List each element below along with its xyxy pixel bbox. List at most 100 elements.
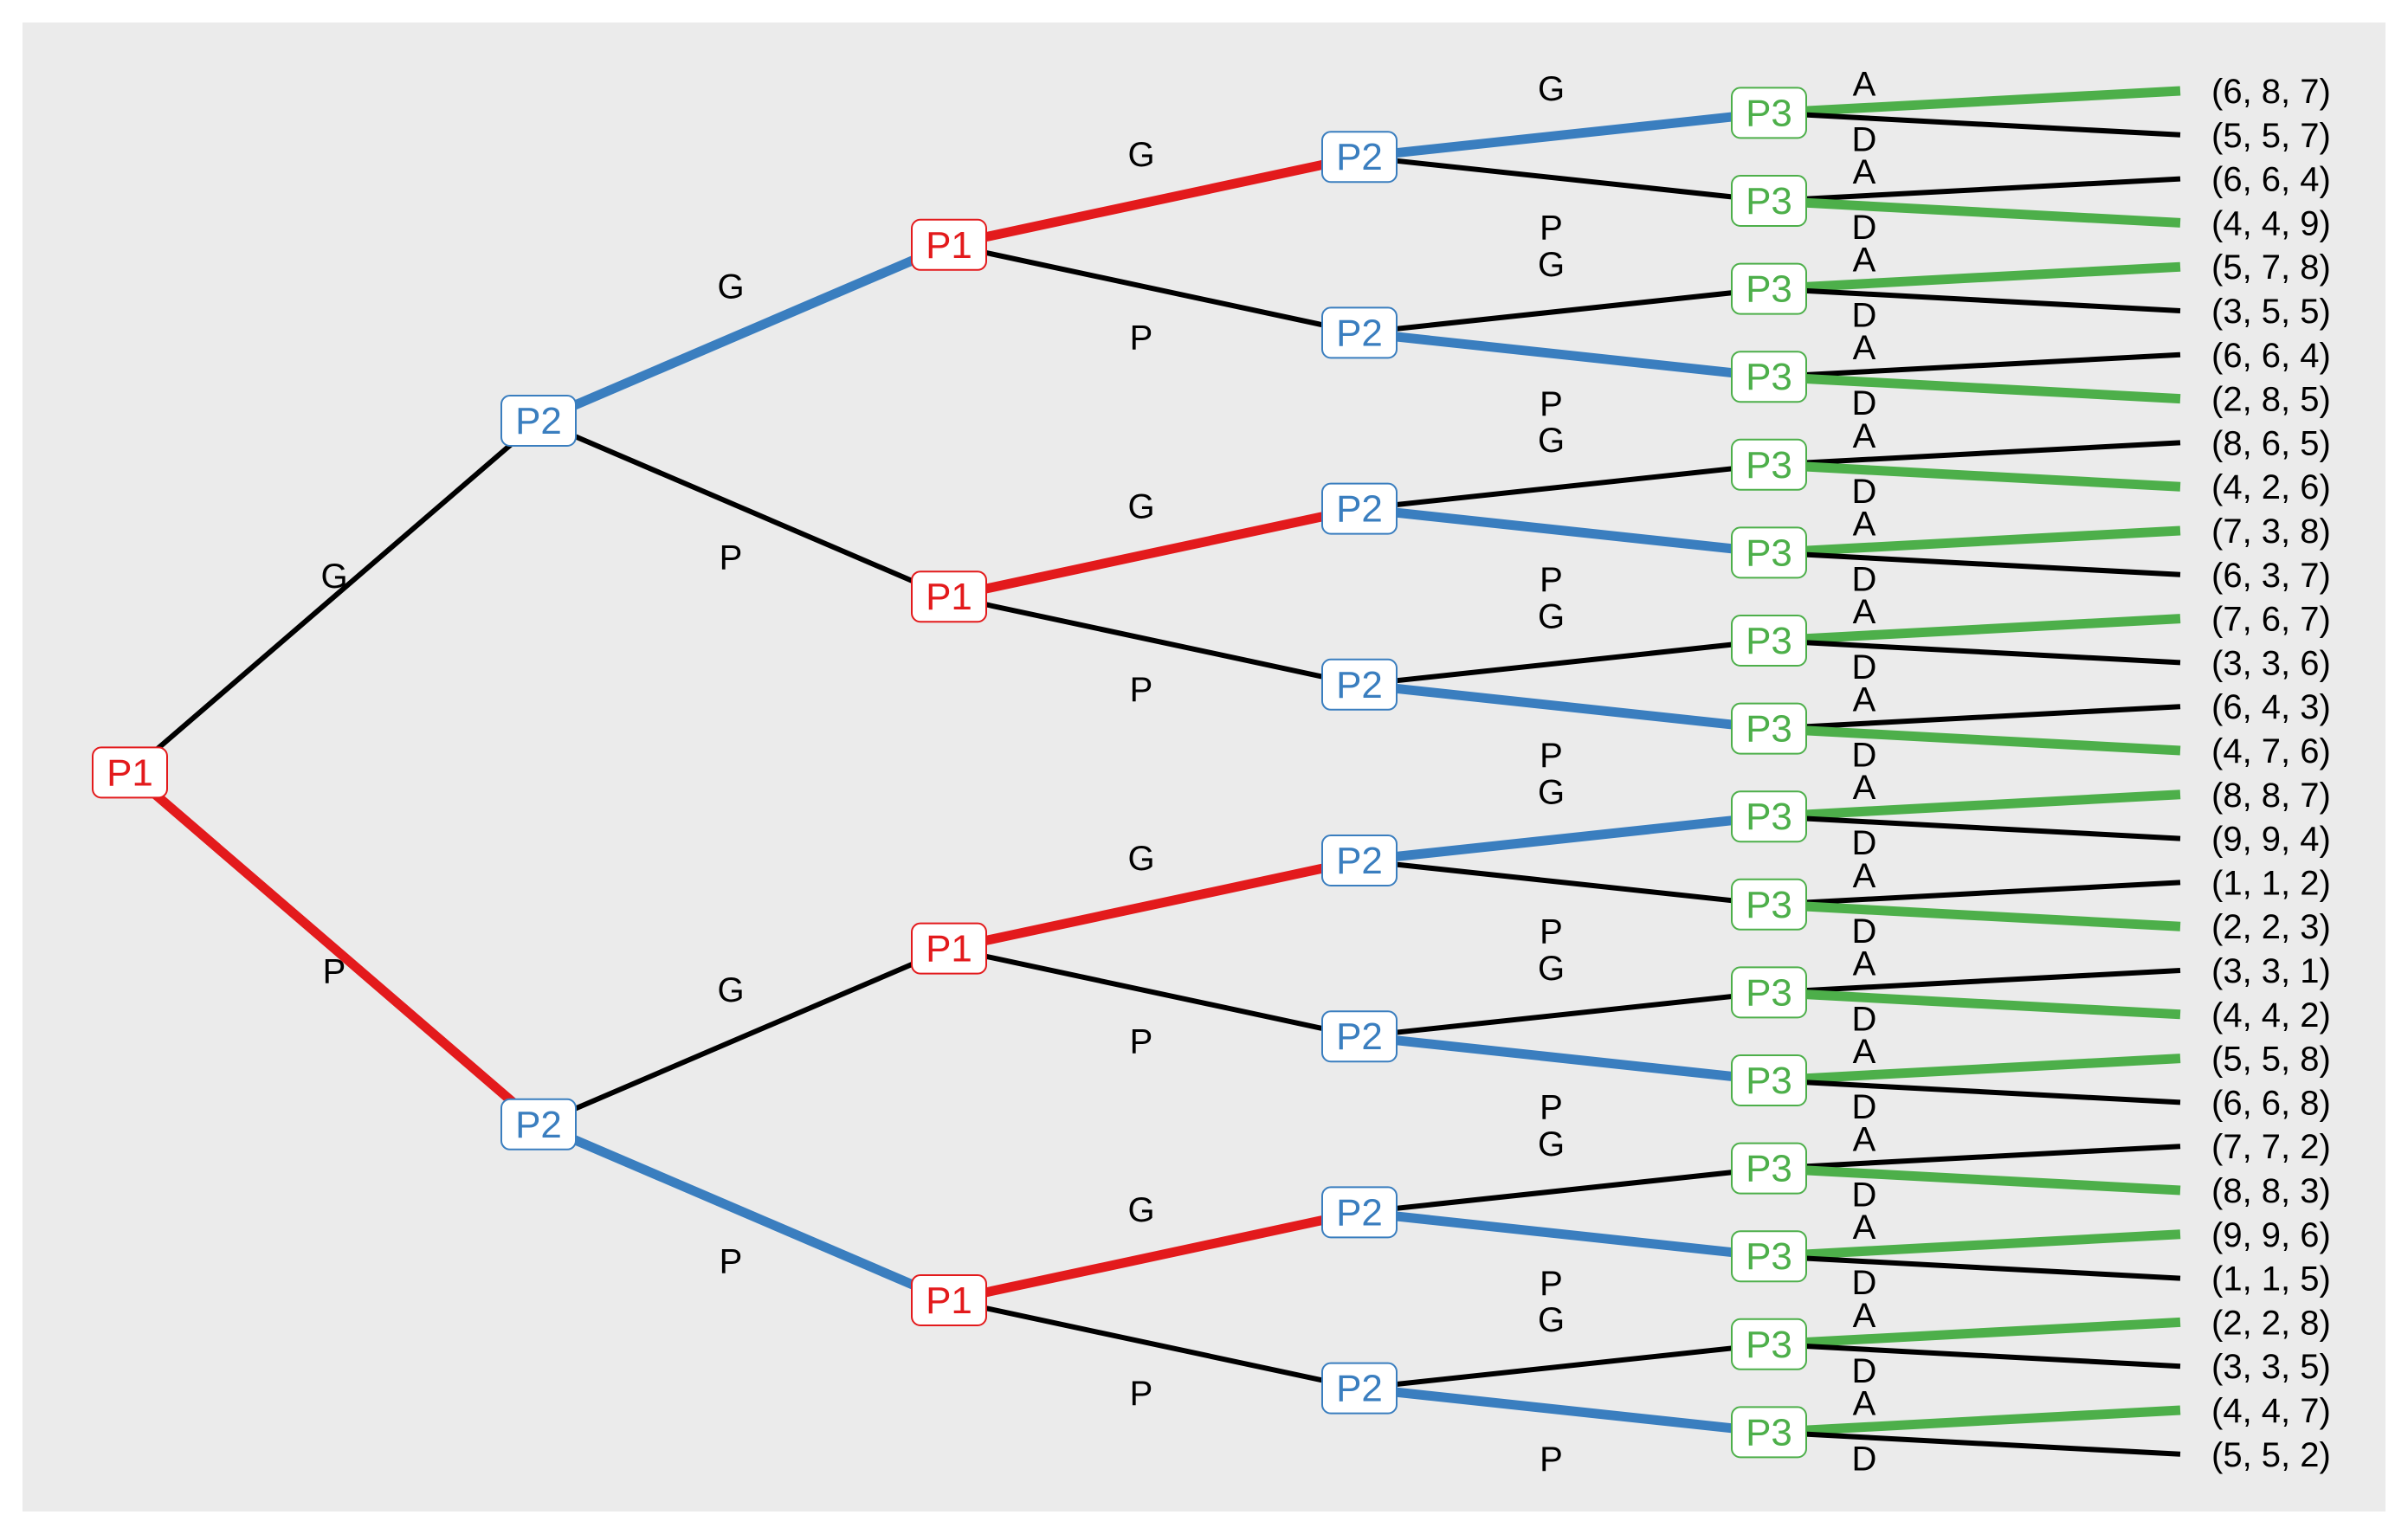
node-label: P1 (926, 928, 972, 970)
edge-root-p-g-g-p-a (1768, 880, 2181, 907)
node-box (1731, 1406, 1807, 1459)
node-box (1731, 1230, 1807, 1283)
node-box (1731, 351, 1807, 403)
node-p3: P3 (1731, 1230, 1807, 1283)
action-label-d: D (1852, 297, 1877, 335)
action-label-d: D (1852, 1352, 1877, 1390)
payoff-label: (6, 3, 7) (2211, 557, 2331, 595)
payoff-label: (4, 7, 6) (2211, 732, 2331, 770)
action-label-p: P (1540, 1089, 1563, 1127)
edge-root-g-g-p-p-a (1768, 351, 2181, 380)
edge-root-p-p-g-p-d (1768, 1254, 2181, 1281)
node-p2: P2 (1321, 835, 1398, 886)
payoffs-layer: (6, 8, 7)(5, 5, 7)(6, 6, 4)(4, 4, 9)(5, … (2211, 73, 2331, 1474)
node-box (1731, 87, 1807, 139)
action-label-p: P (1540, 737, 1563, 775)
action-label-a: A (1853, 65, 1876, 103)
equilibrium-edge-root-p-p (536, 1119, 952, 1305)
edge-root-p-g-g-g-d (1768, 814, 2181, 841)
edge-root-g-p (537, 418, 951, 599)
node-box (1731, 966, 1807, 1019)
payoff-label: (8, 8, 3) (2211, 1172, 2331, 1210)
equilibrium-edge-root-p-g-p-p (1359, 1031, 1770, 1086)
node-label: P3 (1746, 796, 1792, 838)
node-box (1731, 702, 1807, 755)
equilibrium-edge-root-g-p-g-p (1359, 504, 1770, 558)
payoff-label: (6, 6, 4) (2211, 161, 2331, 199)
action-label-g: G (1538, 422, 1565, 460)
action-label-d: D (1852, 209, 1877, 247)
node-box (1731, 526, 1807, 579)
equilibrium-edge-root-g-p-g-p-a (1768, 525, 2181, 558)
node-label: P3 (1746, 1324, 1792, 1366)
node-box (500, 1098, 577, 1150)
payoff-label: (3, 3, 5) (2211, 1348, 2331, 1386)
edge-root-g-g-g-p (1359, 154, 1770, 203)
nodes-layer: P3P3P2P3P3P2P1P3P3P2P3P3P2P1P2P3P3P2P3P3… (92, 87, 1807, 1459)
action-label-d: D (1852, 560, 1877, 598)
node-label: P2 (1336, 1368, 1383, 1410)
action-label-g: G (1127, 840, 1154, 878)
edge-root-p-p-p-g (1359, 1341, 1770, 1391)
action-label-p: P (1130, 1375, 1153, 1413)
equilibrium-edge-root-p-g-g-g-a (1768, 790, 2181, 822)
node-label: P3 (1746, 444, 1792, 487)
payoff-label: (7, 6, 7) (2211, 601, 2331, 639)
edge-root-g-p-g-g (1359, 461, 1770, 512)
payoff-label: (4, 4, 9) (2211, 204, 2331, 242)
action-label-g: G (1538, 597, 1565, 635)
action-label-p: P (1540, 1441, 1563, 1479)
payoff-label: (5, 5, 7) (2211, 117, 2331, 155)
node-p2: P2 (1321, 658, 1398, 711)
action-label-d: D (1852, 1440, 1877, 1478)
payoff-label: (7, 3, 8) (2211, 512, 2331, 551)
action-label-d: D (1852, 1176, 1877, 1215)
node-label: P3 (1746, 1411, 1792, 1453)
node-p1: P1 (92, 746, 168, 799)
action-label-a: A (1853, 681, 1876, 719)
payoff-label: (2, 2, 8) (2211, 1304, 2331, 1342)
action-label-a: A (1853, 769, 1876, 807)
action-label-d: D (1852, 648, 1877, 686)
action-label-a: A (1853, 1297, 1876, 1335)
edge-root-g-g-g-p-a (1768, 176, 2181, 203)
edge-root-p-p-g-g-a (1768, 1144, 2181, 1171)
node-p3: P3 (1731, 262, 1807, 315)
payoff-label: (8, 6, 5) (2211, 424, 2331, 462)
action-label-p: P (1540, 385, 1563, 423)
payoff-label: (5, 5, 8) (2211, 1041, 2331, 1079)
action-label-p: P (1540, 1265, 1563, 1303)
node-p2: P2 (1321, 131, 1398, 184)
node-label: P3 (1746, 532, 1792, 574)
action-label-a: A (1853, 1033, 1876, 1071)
node-p3: P3 (1731, 351, 1807, 403)
node-box (1731, 262, 1807, 315)
node-box (1321, 835, 1398, 886)
node-label: P3 (1746, 620, 1792, 662)
node-label: P2 (515, 1104, 562, 1146)
node-label: P2 (515, 400, 562, 442)
payoff-label: (3, 5, 5) (2211, 293, 2331, 331)
payoff-label: (1, 1, 5) (2211, 1260, 2331, 1299)
action-label-g: G (1538, 774, 1565, 812)
action-label-d: D (1852, 120, 1877, 158)
node-label: P3 (1746, 1235, 1792, 1278)
node-box (911, 922, 987, 975)
payoff-label: (9, 9, 4) (2211, 821, 2331, 859)
node-box (1321, 482, 1398, 535)
edge-root-g (128, 418, 540, 775)
equilibrium-edge-root-p-p-g (947, 1208, 1361, 1305)
node-p3: P3 (1731, 615, 1807, 667)
node-p1: P1 (911, 570, 987, 623)
equilibrium-edge-root-p-p-p-p-a (1768, 1405, 2181, 1437)
edge-root-g-p-p (948, 594, 1360, 687)
node-label: P2 (1336, 840, 1383, 882)
equilibrium-edge-root-g-p-p-g-a (1768, 614, 2181, 646)
action-label-g: G (1538, 1301, 1565, 1339)
action-label-p: P (720, 1242, 743, 1280)
equilibrium-edge-root-p-p-p-p (1359, 1383, 1770, 1437)
node-p2: P2 (1321, 482, 1398, 535)
node-label: P2 (1336, 488, 1383, 531)
action-label-a: A (1853, 1384, 1876, 1422)
